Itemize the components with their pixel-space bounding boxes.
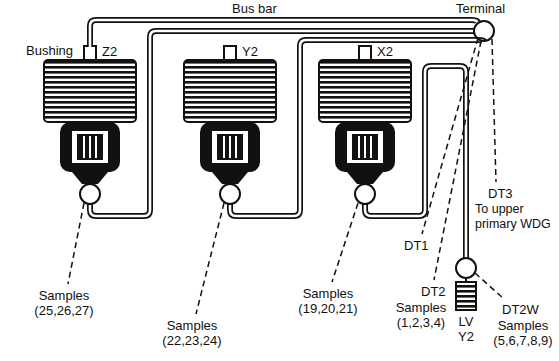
label-box: Samples (5,6,7,8,9) — [492, 318, 554, 348]
bushing-x2 — [319, 46, 411, 204]
label-box: Bushing — [26, 43, 73, 58]
label-box: DT2W — [502, 302, 539, 317]
wiring-note: To upper primary WDG — [475, 202, 555, 232]
label-box: X2 — [377, 44, 393, 59]
sample-note: Samples (19,20,21) — [288, 286, 368, 316]
label-box: DT1 — [404, 238, 429, 253]
lv-coil — [456, 282, 476, 310]
label-box: Samples (25,26,27) — [25, 288, 103, 318]
label-box: LV Y2 — [452, 314, 480, 344]
wire-core — [90, 20, 484, 259]
label-box: Samples (22,23,24) — [152, 318, 232, 348]
terminal-circle — [474, 21, 494, 41]
sample-note: Samples (25,26,27) — [25, 288, 103, 318]
bus-bar-label: Bus bar — [232, 1, 277, 16]
label-box: Bus bar — [232, 1, 277, 16]
sample-circle — [456, 258, 476, 278]
label-box: Terminal — [456, 1, 505, 16]
label-box: Y2 — [242, 44, 258, 59]
label-box: Samples (1,2,3,4) — [392, 300, 450, 330]
label-box: DT3 — [488, 186, 513, 201]
tap-label: DT3 — [488, 186, 513, 201]
label-box: DT2 — [421, 284, 446, 299]
label-box: Samples (19,20,21) — [288, 286, 368, 316]
wire-outline — [90, 20, 484, 258]
label-box: To upper primary WDG — [475, 202, 555, 232]
label-box: Z2 — [102, 44, 117, 59]
sample-note: Samples (1,2,3,4) — [392, 300, 450, 330]
bushing-name: X2 — [377, 44, 393, 59]
bushing-y2 — [184, 46, 276, 204]
bushing-label: Bushing — [26, 43, 73, 58]
sample-note: Samples (5,6,7,8,9) — [492, 318, 554, 348]
bushing-name: Y2 — [242, 44, 258, 59]
bushing-name: Z2 — [102, 44, 117, 59]
tap-label: DT2 — [421, 284, 446, 299]
tap-label: DT2W — [502, 302, 539, 317]
tap-label: DT1 — [404, 238, 429, 253]
bushing-z2 — [44, 46, 136, 204]
terminal-label: Terminal — [456, 1, 505, 16]
winding-label: LV Y2 — [452, 314, 480, 344]
sample-note: Samples (22,23,24) — [152, 318, 232, 348]
leader-lines — [68, 38, 504, 314]
